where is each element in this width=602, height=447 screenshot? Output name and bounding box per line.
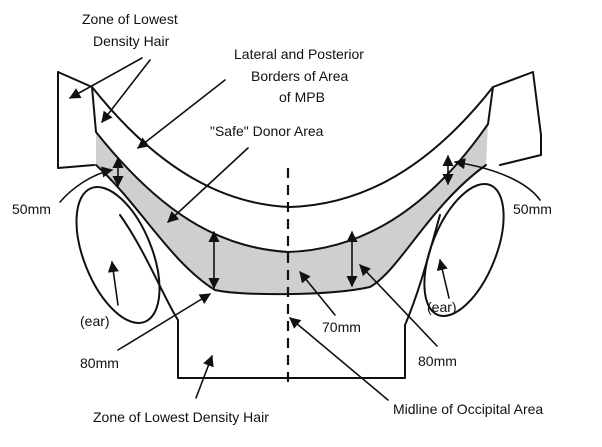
leader-70 bbox=[299, 271, 336, 316]
label-borders-line1: Lateral and Posterior bbox=[234, 46, 364, 62]
leader-ear-right bbox=[436, 258, 450, 299]
label-midline: Midline of Occipital Area bbox=[393, 401, 543, 417]
label-right-80mm: 80mm bbox=[418, 353, 457, 369]
head-outline bbox=[57, 71, 542, 253]
leader-midline bbox=[289, 317, 389, 401]
leader-top-zone-left bbox=[69, 57, 143, 99]
leader-bottom-zone bbox=[195, 354, 214, 399]
leader-ear-left bbox=[107, 260, 119, 306]
label-right-50mm: 50mm bbox=[513, 201, 552, 217]
head-left-side bbox=[57, 71, 95, 169]
label-bottom-zone: Zone of Lowest Density Hair bbox=[93, 409, 269, 425]
ear-left bbox=[75, 186, 161, 324]
label-ear-left: (ear) bbox=[80, 313, 110, 329]
label-safe-donor-area: "Safe" Donor Area bbox=[210, 123, 324, 139]
ear-right bbox=[423, 182, 505, 318]
label-borders-line3: of MPB bbox=[279, 89, 325, 105]
label-ear-right: (ear) bbox=[427, 299, 457, 315]
leader-left-80 bbox=[117, 293, 211, 351]
label-70mm: 70mm bbox=[322, 319, 361, 335]
leader-borders bbox=[137, 79, 226, 149]
label-left-50mm: 50mm bbox=[12, 201, 51, 217]
mpb-border-line bbox=[91, 86, 494, 208]
leader-left-50 bbox=[59, 166, 114, 203]
label-top-zone-line2: Density Hair bbox=[93, 33, 170, 49]
safe-donor-area-fill bbox=[96, 124, 488, 295]
label-top-zone-line1: Zone of Lowest bbox=[82, 11, 178, 27]
leader-right-50 bbox=[453, 158, 541, 201]
leader-top-zone-right bbox=[101, 59, 151, 123]
leader-right-80 bbox=[359, 264, 438, 347]
label-borders-line2: Borders of Area bbox=[251, 68, 348, 84]
leader-safe-area bbox=[167, 147, 249, 223]
label-left-80mm: 80mm bbox=[80, 355, 119, 371]
